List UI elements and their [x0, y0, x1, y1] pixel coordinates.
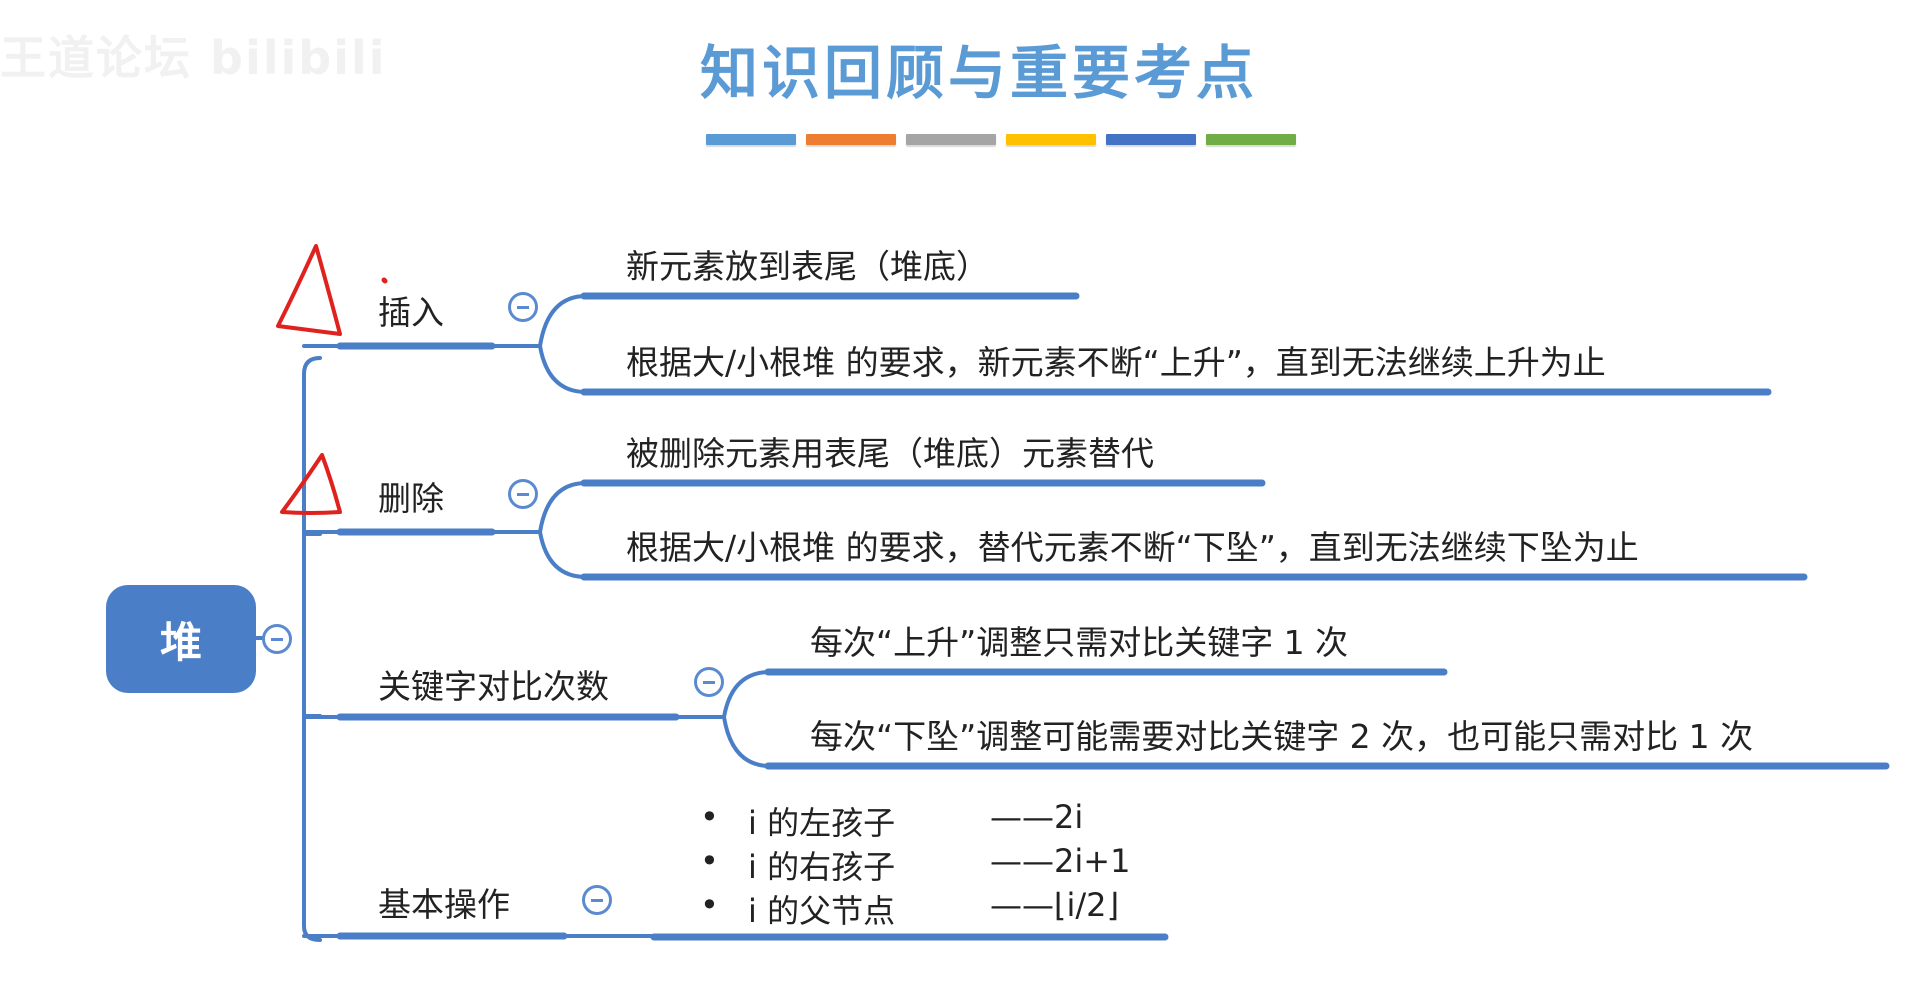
op-name: i 的左孩子 — [748, 804, 896, 842]
branch-label-ops: 基本操作 — [378, 885, 510, 924]
handwritten-annotations — [276, 244, 388, 515]
triangle-mark-insert — [276, 244, 342, 336]
color-bar — [906, 134, 996, 145]
collapse-insert-icon[interactable] — [508, 292, 538, 322]
bullet: • — [700, 886, 719, 924]
trunk-line — [302, 356, 322, 942]
root-node-heap[interactable]: 堆 — [106, 585, 256, 693]
compare-item-1: 每次“上升”调整只需对比关键字 1 次 — [810, 623, 1349, 662]
color-bar — [706, 134, 796, 145]
insert-item-1: 新元素放到表尾（堆底） — [626, 247, 989, 286]
color-bar — [806, 134, 896, 145]
op-name: i 的父节点 — [748, 892, 896, 930]
color-bar — [1206, 134, 1296, 145]
color-bar — [1106, 134, 1196, 145]
bullet: • — [700, 842, 719, 880]
bullet: • — [700, 798, 719, 836]
page-title: 知识回顾与重要考点 — [699, 39, 1258, 107]
collapse-ops-icon[interactable] — [582, 885, 612, 915]
op-value: ——2i — [990, 798, 1084, 836]
delete-item-1: 被删除元素用表尾（堆底）元素替代 — [626, 434, 1154, 473]
op-value: ——2i+1 — [990, 842, 1131, 880]
insert-item-2: 根据大/小根堆 的要求，新元素不断“上升”，直到无法继续上升为止 — [626, 343, 1606, 382]
op-value: ——⌊i/2⌋ — [990, 886, 1119, 924]
branch-label-compare: 关键字对比次数 — [378, 667, 609, 706]
branch-label-insert: 插入 — [378, 293, 444, 332]
op-name: i 的右孩子 — [748, 848, 896, 886]
collapse-compare-icon[interactable] — [694, 667, 724, 697]
color-bar — [1006, 134, 1096, 145]
watermark: 王道论坛 bilibili — [0, 31, 387, 85]
branch-label-delete: 删除 — [378, 479, 444, 518]
triangle-mark-delete — [280, 453, 342, 515]
collapse-delete-icon[interactable] — [508, 479, 538, 509]
delete-item-2: 根据大/小根堆 的要求，替代元素不断“下坠”，直到无法继续下坠为止 — [626, 528, 1639, 567]
compare-item-2: 每次“下坠”调整可能需要对比关键字 2 次，也可能只需对比 1 次 — [810, 717, 1754, 756]
root-label: 堆 — [159, 617, 202, 667]
collapse-root-icon[interactable] — [262, 624, 292, 654]
